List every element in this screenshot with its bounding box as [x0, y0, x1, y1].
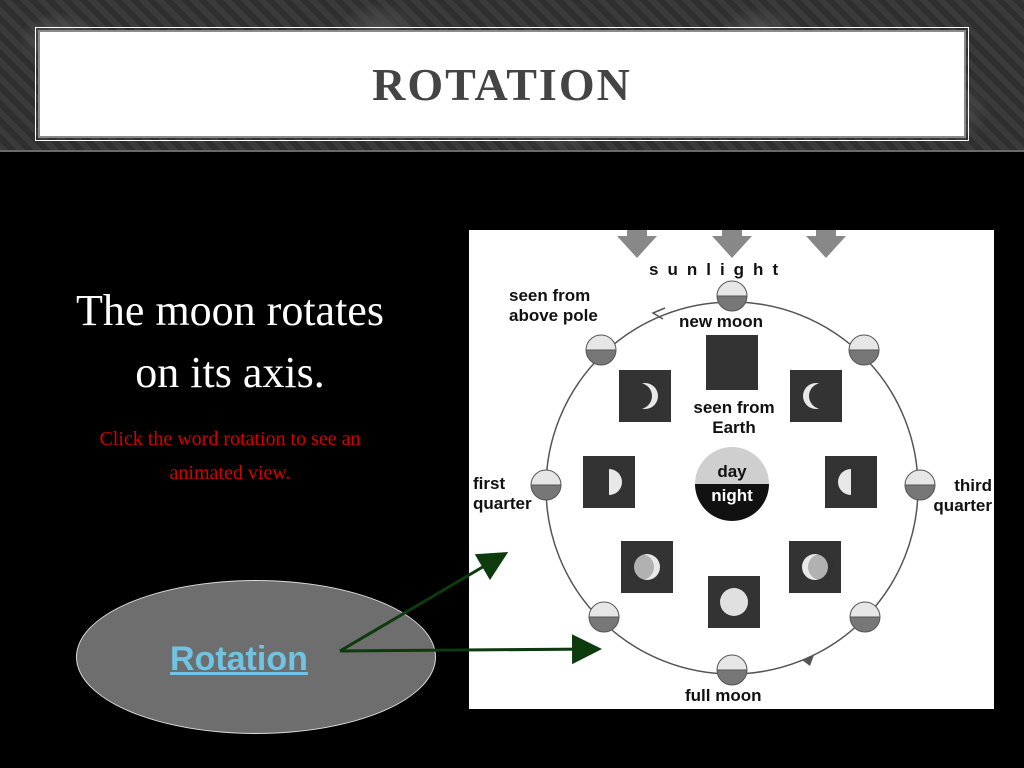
phase-boxes: [583, 335, 877, 628]
third-quarter-line-1: third: [954, 476, 992, 495]
third-quarter-line-2: quarter: [933, 496, 992, 515]
third-quarter-label: third quarter: [922, 476, 992, 516]
instruction-text: Click the word rotation to see an animat…: [40, 422, 420, 490]
seen-from-earth-label: seen from Earth: [683, 398, 785, 438]
first-quarter-line-1: first: [473, 474, 506, 493]
heading-line-2: on its axis.: [135, 348, 325, 397]
day-label: day: [717, 462, 747, 481]
slide-title: ROTATION: [372, 58, 632, 110]
heading-line-1: The moon rotates: [76, 286, 384, 335]
full-moon-label: full moon: [685, 686, 762, 705]
moon-phase-diagram: sunlight seen from above pole new moon s…: [469, 230, 994, 709]
seen-from-above-line-2: above pole: [509, 306, 598, 325]
seen-from-earth-line-1: seen from: [693, 398, 775, 417]
main-heading: The moon rotates on its axis.: [20, 280, 440, 404]
first-quarter-label: first quarter: [473, 474, 532, 514]
first-quarter-line-2: quarter: [473, 494, 532, 513]
instruction-line-1: Click the word rotation to see an: [99, 428, 361, 450]
title-box: ROTATION: [35, 27, 969, 141]
seen-from-above-line-1: seen from: [509, 286, 591, 305]
sunlight-arrows: [617, 230, 846, 258]
rotation-link[interactable]: Rotation: [170, 640, 308, 678]
moon-phase-diagram-graphic: [530, 230, 936, 686]
orbit-moons: [530, 280, 936, 686]
seen-from-earth-line-2: Earth: [712, 418, 756, 437]
earth: [695, 447, 769, 521]
new-moon-label: new moon: [679, 312, 764, 331]
seen-from-above-label: seen from above pole: [509, 286, 598, 326]
instruction-line-2: animated view.: [169, 462, 291, 484]
sunlight-label: sunlight: [649, 260, 788, 279]
night-label: night: [711, 486, 753, 505]
